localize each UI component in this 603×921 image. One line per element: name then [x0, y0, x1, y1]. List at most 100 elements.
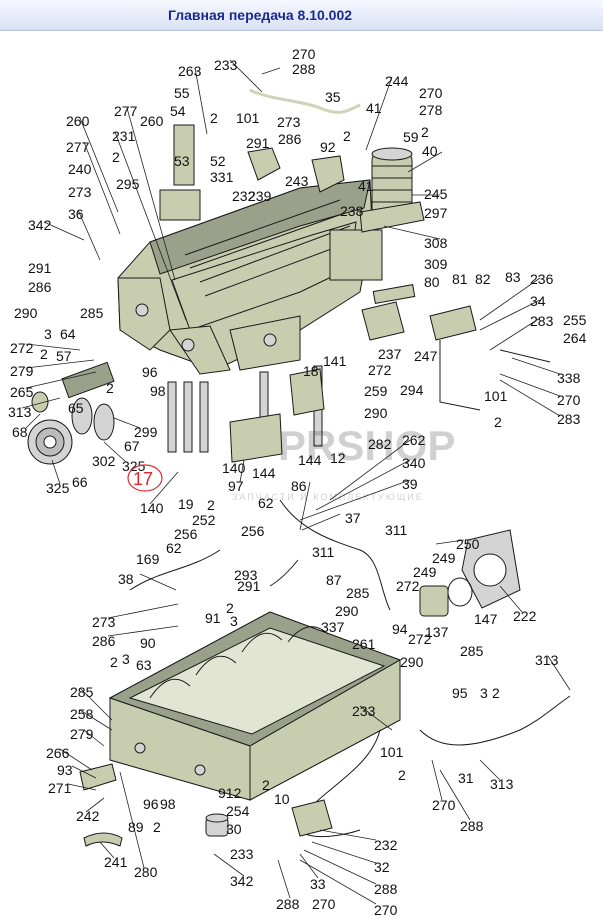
part-callout-250[interactable]: 250 — [456, 536, 480, 552]
part-callout-277[interactable]: 277 — [114, 103, 138, 119]
part-callout-2[interactable]: 2 — [207, 497, 215, 513]
part-callout-249[interactable]: 249 — [432, 550, 456, 566]
part-callout-98[interactable]: 98 — [150, 383, 166, 399]
part-callout-144[interactable]: 144 — [298, 452, 322, 468]
part-callout-64[interactable]: 64 — [60, 326, 76, 342]
part-callout-280[interactable]: 280 — [134, 864, 158, 880]
part-callout-265[interactable]: 265 — [10, 384, 34, 400]
part-callout-272[interactable]: 272 — [10, 340, 34, 356]
part-callout-288[interactable]: 288 — [374, 881, 398, 897]
part-callout-66[interactable]: 66 — [72, 474, 88, 490]
part-callout-233[interactable]: 233 — [352, 703, 376, 719]
part-callout-290[interactable]: 290 — [335, 603, 359, 619]
part-callout-140[interactable]: 140 — [222, 460, 246, 476]
part-callout-273[interactable]: 273 — [68, 184, 92, 200]
part-callout-59[interactable]: 59 — [403, 129, 419, 145]
part-callout-261[interactable]: 261 — [352, 636, 376, 652]
part-callout-270[interactable]: 270 — [292, 46, 316, 62]
part-callout-2[interactable]: 2 — [343, 128, 351, 144]
part-callout-245[interactable]: 245 — [424, 186, 448, 202]
part-callout-288[interactable]: 288 — [292, 61, 316, 77]
part-callout-18[interactable]: 18 — [303, 363, 319, 379]
part-callout-295[interactable]: 295 — [116, 176, 140, 192]
part-callout-285[interactable]: 285 — [70, 684, 94, 700]
part-callout-33[interactable]: 33 — [310, 876, 326, 892]
part-callout-30[interactable]: 30 — [226, 821, 242, 837]
part-callout-239[interactable]: 239 — [248, 188, 272, 204]
part-callout-288[interactable]: 288 — [276, 896, 300, 912]
part-callout-256[interactable]: 256 — [174, 526, 198, 542]
part-callout-279[interactable]: 279 — [70, 726, 94, 742]
part-callout-137[interactable]: 137 — [425, 624, 449, 640]
part-callout-222[interactable]: 222 — [513, 608, 537, 624]
part-callout-98[interactable]: 98 — [160, 796, 176, 812]
part-callout-2[interactable]: 2 — [112, 149, 120, 165]
part-callout-101[interactable]: 101 — [484, 388, 508, 404]
part-callout-87[interactable]: 87 — [326, 572, 342, 588]
part-callout-2[interactable]: 2 — [226, 600, 234, 616]
part-callout-331[interactable]: 331 — [210, 169, 234, 185]
part-callout-32[interactable]: 32 — [374, 859, 390, 875]
part-callout-266[interactable]: 266 — [46, 745, 70, 761]
part-callout-313[interactable]: 313 — [490, 776, 514, 792]
part-callout-291[interactable]: 291 — [28, 260, 52, 276]
part-callout-91[interactable]: 91 — [205, 610, 221, 626]
part-callout-169[interactable]: 169 — [136, 551, 160, 567]
part-callout-40[interactable]: 40 — [422, 143, 438, 159]
part-callout-3[interactable]: 3 — [480, 685, 488, 701]
part-callout-63[interactable]: 63 — [136, 657, 152, 673]
part-callout-242[interactable]: 242 — [76, 808, 100, 824]
part-callout-2[interactable]: 2 — [398, 767, 406, 783]
part-callout-309[interactable]: 309 — [424, 256, 448, 272]
part-callout-282[interactable]: 282 — [368, 436, 392, 452]
part-callout-233[interactable]: 233 — [214, 57, 238, 73]
part-callout-3[interactable]: 3 — [44, 326, 52, 342]
part-callout-272[interactable]: 272 — [408, 631, 432, 647]
part-callout-57[interactable]: 57 — [56, 348, 72, 364]
part-callout-277[interactable]: 277 — [66, 139, 90, 155]
part-callout-271[interactable]: 271 — [48, 780, 72, 796]
part-callout-308[interactable]: 308 — [424, 235, 448, 251]
part-callout-283[interactable]: 283 — [530, 313, 554, 329]
part-callout-286[interactable]: 286 — [278, 131, 302, 147]
part-callout-101[interactable]: 101 — [380, 744, 404, 760]
part-callout-286[interactable]: 286 — [28, 279, 52, 295]
part-callout-272[interactable]: 272 — [396, 578, 420, 594]
part-callout-53[interactable]: 53 — [174, 153, 190, 169]
part-callout-270[interactable]: 270 — [557, 392, 581, 408]
part-callout-290[interactable]: 290 — [400, 654, 424, 670]
part-callout-147[interactable]: 147 — [474, 611, 498, 627]
part-callout-83[interactable]: 83 — [505, 269, 521, 285]
part-callout-291[interactable]: 291 — [237, 578, 261, 594]
part-callout-290[interactable]: 290 — [364, 405, 388, 421]
part-callout-290[interactable]: 290 — [14, 305, 38, 321]
part-callout-2[interactable]: 2 — [494, 414, 502, 430]
part-callout-54[interactable]: 54 — [170, 103, 186, 119]
part-callout-270[interactable]: 270 — [374, 902, 398, 918]
part-callout-278[interactable]: 278 — [419, 102, 443, 118]
part-callout-2[interactable]: 2 — [153, 819, 161, 835]
part-callout-311[interactable]: 311 — [312, 544, 335, 560]
part-callout-260[interactable]: 260 — [66, 113, 90, 129]
part-callout-237[interactable]: 237 — [378, 346, 402, 362]
part-callout-293[interactable]: 293 — [234, 567, 258, 583]
part-callout-291[interactable]: 291 — [246, 135, 270, 151]
part-callout-19[interactable]: 19 — [178, 496, 194, 512]
part-callout-41[interactable]: 41 — [366, 100, 382, 116]
part-callout-81[interactable]: 81 — [452, 271, 468, 287]
part-callout-243[interactable]: 243 — [285, 173, 309, 189]
part-callout-96[interactable]: 96 — [142, 364, 158, 380]
part-callout-96[interactable]: 96 — [143, 796, 159, 812]
part-callout-94[interactable]: 94 — [392, 621, 408, 637]
part-callout-238[interactable]: 238 — [340, 203, 364, 219]
part-callout-68[interactable]: 68 — [12, 424, 28, 440]
part-callout-259[interactable]: 259 — [364, 383, 388, 399]
part-callout-279[interactable]: 279 — [10, 363, 34, 379]
part-callout-233[interactable]: 233 — [230, 846, 254, 862]
part-callout-10[interactable]: 10 — [274, 791, 290, 807]
part-callout-52[interactable]: 52 — [210, 153, 226, 169]
part-callout-86[interactable]: 86 — [291, 478, 307, 494]
part-callout-912[interactable]: 912 — [218, 785, 242, 801]
part-callout-313[interactable]: 313 — [8, 404, 32, 420]
part-callout-3[interactable]: 3 — [230, 613, 238, 629]
